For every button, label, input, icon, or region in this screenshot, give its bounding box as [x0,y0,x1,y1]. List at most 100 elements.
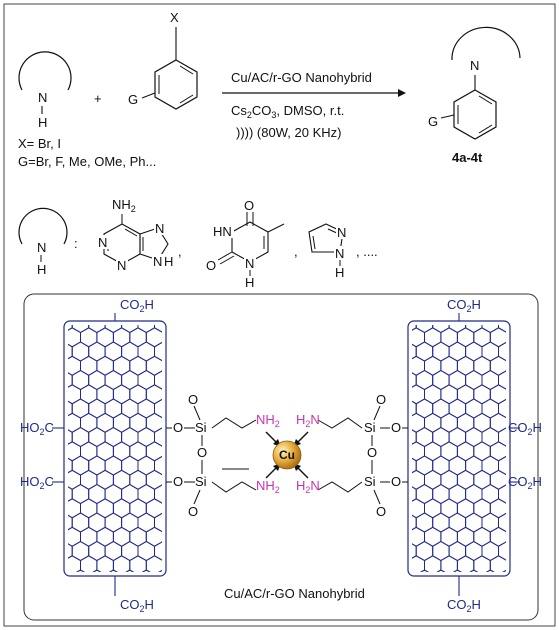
product-g-label: G [428,114,438,129]
graphene-hexagon [39,513,56,532]
adenine-nh2: NH2 [112,197,136,214]
graphene-hexagon [383,314,400,333]
graphene-hexagon [515,570,531,589]
graphene-hexagon [39,371,56,390]
right-co2h-lower: CO2H [508,474,542,491]
graphene-hexagon [39,342,56,361]
graphene-hexagon [383,456,400,475]
graphene-hexagon [392,328,409,347]
graphene-hexagon [48,328,65,347]
product-n-label: N [470,58,479,73]
graphene-hexagon [48,556,65,575]
graphene-sheet-left [63,320,167,577]
generic-amine-n: N [37,240,46,255]
outer-frame [3,3,556,627]
right-co2h-bottom: CO2H [447,597,481,614]
adenine-n1: N [98,235,107,250]
right-o-bottom-stub: O [376,504,386,519]
graphene-hexagon [452,569,462,572]
thymine-hn: HN [213,224,232,239]
left-nh2-upper: NH2 [256,412,280,429]
graphene-hexagon [171,513,187,532]
right-si-upper: Si [364,420,376,435]
plus-sign: + [94,91,102,106]
reaction-conditions: Cu/AC/r-GO Nanohybrid Cs2CO3, DMSO, r.t.… [222,70,406,140]
amine-reactant: N H [18,51,72,130]
graphene-hexagon [171,542,187,561]
graphene-hexagon [485,569,495,572]
left-o-top-stub: O [188,392,198,407]
graphene-hexagon [171,399,187,418]
adenine-n3: N [117,258,126,273]
graphene-hexagon [383,570,400,589]
graphene-lattice-right [383,314,531,589]
product-compound-label: 4a-4t [452,150,483,165]
graphene-hexagon [171,371,187,390]
right-o-top-stub: O [376,392,386,407]
graphene-hexagon [383,342,400,361]
generic-amine-h: H [37,262,46,277]
left-o-bottom-stub: O [188,504,198,519]
right-co2h-upper: CO2H [508,420,542,437]
conditions-catalyst: Cu/AC/r-GO Nanohybrid [231,70,372,85]
thymine-h: H [245,275,254,290]
graphene-hexagon [392,385,409,404]
conditions-base-solvent: Cs2CO3, DMSO, r.t. [231,103,344,120]
graphene-hexagon [515,542,531,561]
right-si-lower: Si [364,474,376,489]
graphene-hexagon [48,442,65,461]
amine-h-label: H [38,115,47,130]
x-values: X= Br, I [18,136,61,151]
graphene-hexagon [392,356,409,375]
separator-comma-1: , [178,244,182,259]
graphene-hexagon [515,371,531,390]
graphene-hexagon [39,570,56,589]
graphene-hexagon [92,569,102,572]
left-co2h-bottom: CO2H [120,597,154,614]
graphene-lattice-left [39,314,187,589]
more-amines-ellipsis: , .... [356,244,378,259]
graphene-hexagon [420,569,429,572]
imidazole-h: H [335,265,344,280]
graphene-hexagon [39,399,56,418]
graphene-hexagon [108,569,118,572]
graphene-hexagon [48,385,65,404]
copper-label: Cu [279,448,295,462]
graphene-hexagon [171,342,187,361]
imidazole-nh: N [335,246,344,261]
graphene-hexagon [515,314,531,333]
g-values: G=Br, F, Me, OMe, Ph... [18,154,156,169]
left-o-bridge: O [197,445,207,460]
graphene-hexagon [141,569,151,572]
catalyst-panel [23,293,539,621]
graphene-hexagon [515,342,531,361]
graphene-hexagon [392,499,409,518]
graphene-hexagon [392,556,409,575]
right-h2n-upper: H2N [296,412,320,429]
graphene-hexagon [515,513,531,532]
thymine-structure: O O HN N H [206,198,285,290]
generic-amine: N H [18,207,68,277]
right-co2h-top: CO2H [447,297,481,314]
adenine-h9: H [164,254,173,269]
aryl-x-label: X [170,10,179,25]
thymine-n: N [245,256,254,271]
left-ho2c-lower: HO2C [20,474,54,491]
separator-comma-2: , [294,244,298,259]
adenine-structure: NH2 N N N N H [97,197,173,273]
product-structure: N G 4a-4t [428,26,521,165]
graphene-hexagon [392,527,409,546]
left-ho2c-upper: HO2C [20,420,54,437]
left-o-upper: O [173,420,183,435]
graphene-hexagon [171,314,187,333]
catalyst-caption: Cu/AC/r-GO Nanohybrid [224,586,365,601]
thymine-o-top: O [244,198,254,213]
graphene-hexagon [125,569,135,572]
graphene-hexagon [392,442,409,461]
colon-separator: : [74,236,78,251]
graphene-hexagon [39,542,56,561]
graphene-hexagon [48,356,65,375]
graphene-sheet-right [407,320,511,577]
